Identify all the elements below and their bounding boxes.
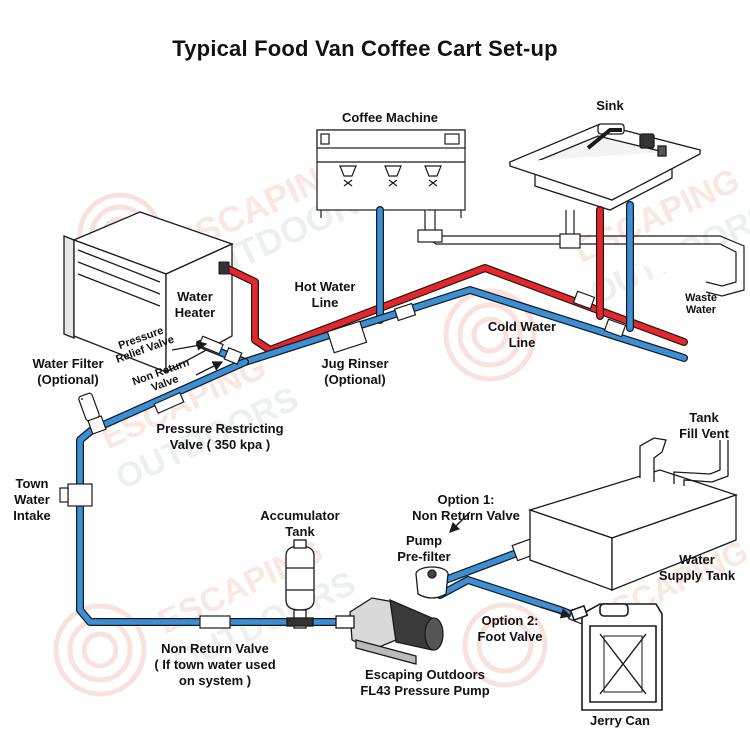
label-water-heater: Water Heater [174,289,216,320]
label-waste-water: Waste Water [685,292,717,316]
label-accumulator-tank: Accumulator Tank [260,508,340,539]
label-town-water-intake: Town Water Intake [13,476,51,523]
label-pressure-restricting-valve: Pressure Restricting Valve ( 350 kpa ) [156,421,284,452]
label-hot-water-line: Hot Water Line [294,279,356,310]
accumulator-tank-shape [285,539,315,629]
water-filter [78,392,107,435]
label-cold-water-line: Cold Water Line [487,319,557,350]
label-sink: Sink [596,98,624,113]
waste-water-pipe [417,210,745,297]
jerry-can-shape [569,603,663,711]
label-coffee-machine: Coffee Machine [341,110,439,125]
label-water-supply-tank: Water Supply Tank [658,552,736,583]
pressure-pump-shape [335,597,444,665]
sink [508,123,702,211]
label-non-return-valve-main: Non Return Valve ( If town water used on… [154,641,276,688]
label-pump-prefilter: Pump Pre-filter [397,533,451,564]
water-supply-tank [527,437,739,591]
water-heater [63,211,234,374]
label-option2: Option 2: Foot Valve [477,613,543,644]
label-water-filter: Water Filter (Optional) [32,356,104,387]
label-tank-fill-vent: Tank Fill Vent [679,410,729,441]
label-option1: Option 1: Non Return Valve [412,492,520,523]
hot-water-line [218,206,688,354]
diagram-title: Typical Food Van Coffee Cart Set-up [172,36,558,61]
pump-prefilter-shape [415,566,449,599]
leader-arrows [81,340,572,619]
label-jug-rinser: Jug Rinser (Optional) [321,356,389,387]
label-jerry-can: Jerry Can [590,713,650,728]
coffee-machine [316,129,466,218]
pipe-fittings [59,290,627,629]
label-pump: Escaping Outdoors FL43 Pressure Pump [360,667,490,698]
